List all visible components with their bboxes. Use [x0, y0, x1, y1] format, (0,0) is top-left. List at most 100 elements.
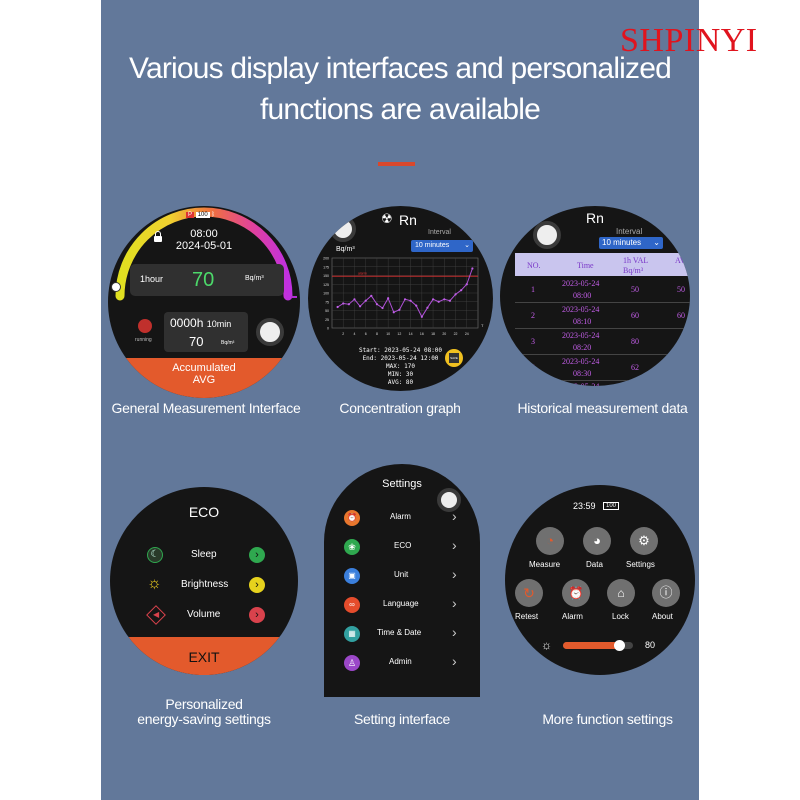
alarm-label: alarm	[358, 272, 367, 276]
graph-max: MAX: 170	[386, 363, 415, 370]
general-measurement-screen: P 100 ᛒ 08:00 2024-05-01 1hour 70 Bq/m³ …	[108, 206, 300, 398]
menu-battery: 100	[603, 502, 620, 510]
status-label: running	[135, 337, 152, 343]
history-interval-label: Interval	[616, 227, 643, 236]
menu-item-lock[interactable]: ⌂ Lock	[606, 579, 636, 621]
settings-item-language[interactable]: ∞ Language ›	[342, 595, 460, 615]
data-point	[431, 298, 435, 301]
unit-icon: ▣	[344, 568, 360, 584]
save-button[interactable]: SAVE	[445, 349, 463, 367]
avg-label: AVG	[192, 374, 216, 386]
accumulated-label: Accumulated	[172, 362, 236, 374]
caption-history: Historical measurement data	[517, 400, 688, 416]
table-row[interactable]: 2 2023-05-24 08:10 60 60	[515, 302, 690, 329]
chevron-right-icon[interactable]: ›	[249, 577, 265, 593]
eco-item-volume[interactable]: ◀ Volume ›	[145, 605, 270, 627]
headline-line-2: functions are available	[259, 93, 541, 126]
table-row[interactable]: 4 2023-05-24 08:30 62	[515, 354, 690, 381]
chevron-down-icon: ⌄	[464, 242, 470, 249]
history-screen: Rn Interval 10 minutes ⌄ NO. Time 1h VAL…	[500, 206, 690, 386]
settings-item-admin[interactable]: ♙ Admin ›	[342, 653, 460, 673]
eco-item-sleep[interactable]: ☾ Sleep ›	[145, 545, 270, 567]
brand-watermark: SHPINYI	[620, 22, 758, 59]
value-card: 1hour 70 Bq/m³	[130, 264, 284, 296]
x-tick-label: 4	[353, 332, 355, 336]
x-tick-label: 12	[397, 332, 401, 336]
fan-icon	[138, 319, 152, 333]
x-tick-label: 22	[454, 332, 458, 336]
graph-end: End: 2023-05-24 12:00	[362, 355, 439, 362]
sun-icon: ☼	[147, 575, 162, 592]
history-table-header: NO. Time 1h VAL Bq/m³ AV	[515, 253, 690, 276]
history-toggle-knob[interactable]	[533, 221, 561, 249]
series-line	[337, 268, 473, 318]
brightness-slider[interactable]	[563, 640, 633, 651]
chevron-right-icon: ›	[452, 653, 457, 669]
menu-item-alarm[interactable]: ⏰ Alarm	[561, 579, 591, 621]
data-point	[398, 308, 401, 311]
radiation-icon: ☢	[381, 211, 393, 226]
settings-item-alarm[interactable]: ⏰ Alarm ›	[342, 508, 460, 528]
data-point	[454, 293, 457, 296]
settings-item-time-date[interactable]: ▦ Time & Date ›	[342, 624, 460, 644]
data-point	[465, 283, 468, 286]
history-interval-select[interactable]: 10 minutes ⌄	[599, 237, 663, 249]
y-tick-label: 25	[325, 318, 329, 322]
brightness-value: 80	[645, 640, 656, 650]
menu-item-data[interactable]: ◕ Data	[582, 527, 612, 569]
data-point	[358, 305, 362, 308]
chevron-down-icon: ⌄	[653, 238, 660, 247]
chevron-right-icon[interactable]: ›	[249, 607, 265, 623]
save-icon: SAVE	[449, 353, 459, 363]
measurement-value: 70	[192, 269, 215, 291]
info-icon: ⓘ	[652, 579, 680, 607]
caption-eco: Personalized energy-saving settings	[137, 696, 271, 727]
y-tick-label: 175	[323, 265, 329, 269]
menu-item-retest[interactable]: ↻ Retest	[514, 579, 544, 621]
eco-item-brightness[interactable]: ☼ Brightness ›	[145, 575, 270, 597]
clock-date: 2024-05-01	[175, 240, 233, 252]
settings-title: Settings	[382, 478, 422, 490]
lock-shackle	[155, 231, 161, 236]
table-row[interactable]: 3 2023-05-24 08:20 80	[515, 328, 690, 355]
alarm-icon: ⏰	[344, 510, 360, 526]
x-tick-label: 8	[376, 332, 378, 336]
data-point	[443, 298, 446, 301]
data-point	[342, 302, 345, 305]
menu-item-settings[interactable]: ⚙ Settings	[626, 527, 659, 569]
x-tick-label: 14	[409, 332, 413, 336]
menu-item-measure[interactable]: ◔ Measure	[529, 527, 565, 569]
graph-start: Start: 2023-05-24 08:00	[358, 347, 443, 354]
y-tick-label: 50	[325, 309, 329, 313]
x-tick-label: 16	[420, 332, 424, 336]
graph-interval-select[interactable]: 10 minutes ⌄	[411, 240, 473, 252]
brightness-thumb[interactable]	[614, 640, 625, 651]
y-tick-label: 75	[325, 300, 329, 304]
data-point	[387, 297, 390, 300]
lock-icon: ⌂	[607, 579, 635, 607]
chevron-right-icon: ›	[452, 537, 457, 553]
toggle-knob[interactable]	[256, 318, 284, 346]
accumulated-avg-button[interactable]: Accumulated AVG	[108, 358, 300, 398]
alarm-icon: ⏰	[562, 579, 590, 607]
settings-item-eco[interactable]: ❀ ECO ›	[342, 537, 460, 557]
data-point	[381, 306, 384, 310]
duration-card: 0000h 10min 70 Bq/m³	[164, 312, 248, 352]
chevron-right-icon[interactable]: ›	[249, 547, 265, 563]
data-point	[448, 299, 452, 302]
clock-time: 08:00	[190, 228, 218, 240]
menu-item-about[interactable]: ⓘ About	[651, 579, 681, 621]
x-tick-label: 10	[386, 332, 390, 336]
menu-screen: 23:59 100 ◔ Measure ◕ Data ⚙ Settings ↻ …	[505, 485, 695, 675]
settings-toggle-knob[interactable]	[437, 488, 461, 512]
exit-button[interactable]: EXIT	[110, 637, 298, 675]
leaf-icon: ❀	[344, 539, 360, 555]
graph-min: MIN: 30	[387, 371, 414, 378]
retest-icon: ↻	[515, 579, 543, 607]
table-row[interactable]: 1 2023-05-24 08:00 50 50	[515, 276, 690, 303]
partial-row: 2023-05-24	[562, 382, 599, 386]
data-point	[370, 294, 373, 297]
duration-value: 0000h 10min	[170, 316, 232, 330]
settings-item-unit[interactable]: ▣ Unit ›	[342, 566, 460, 586]
graph-toggle-knob[interactable]	[330, 216, 356, 242]
